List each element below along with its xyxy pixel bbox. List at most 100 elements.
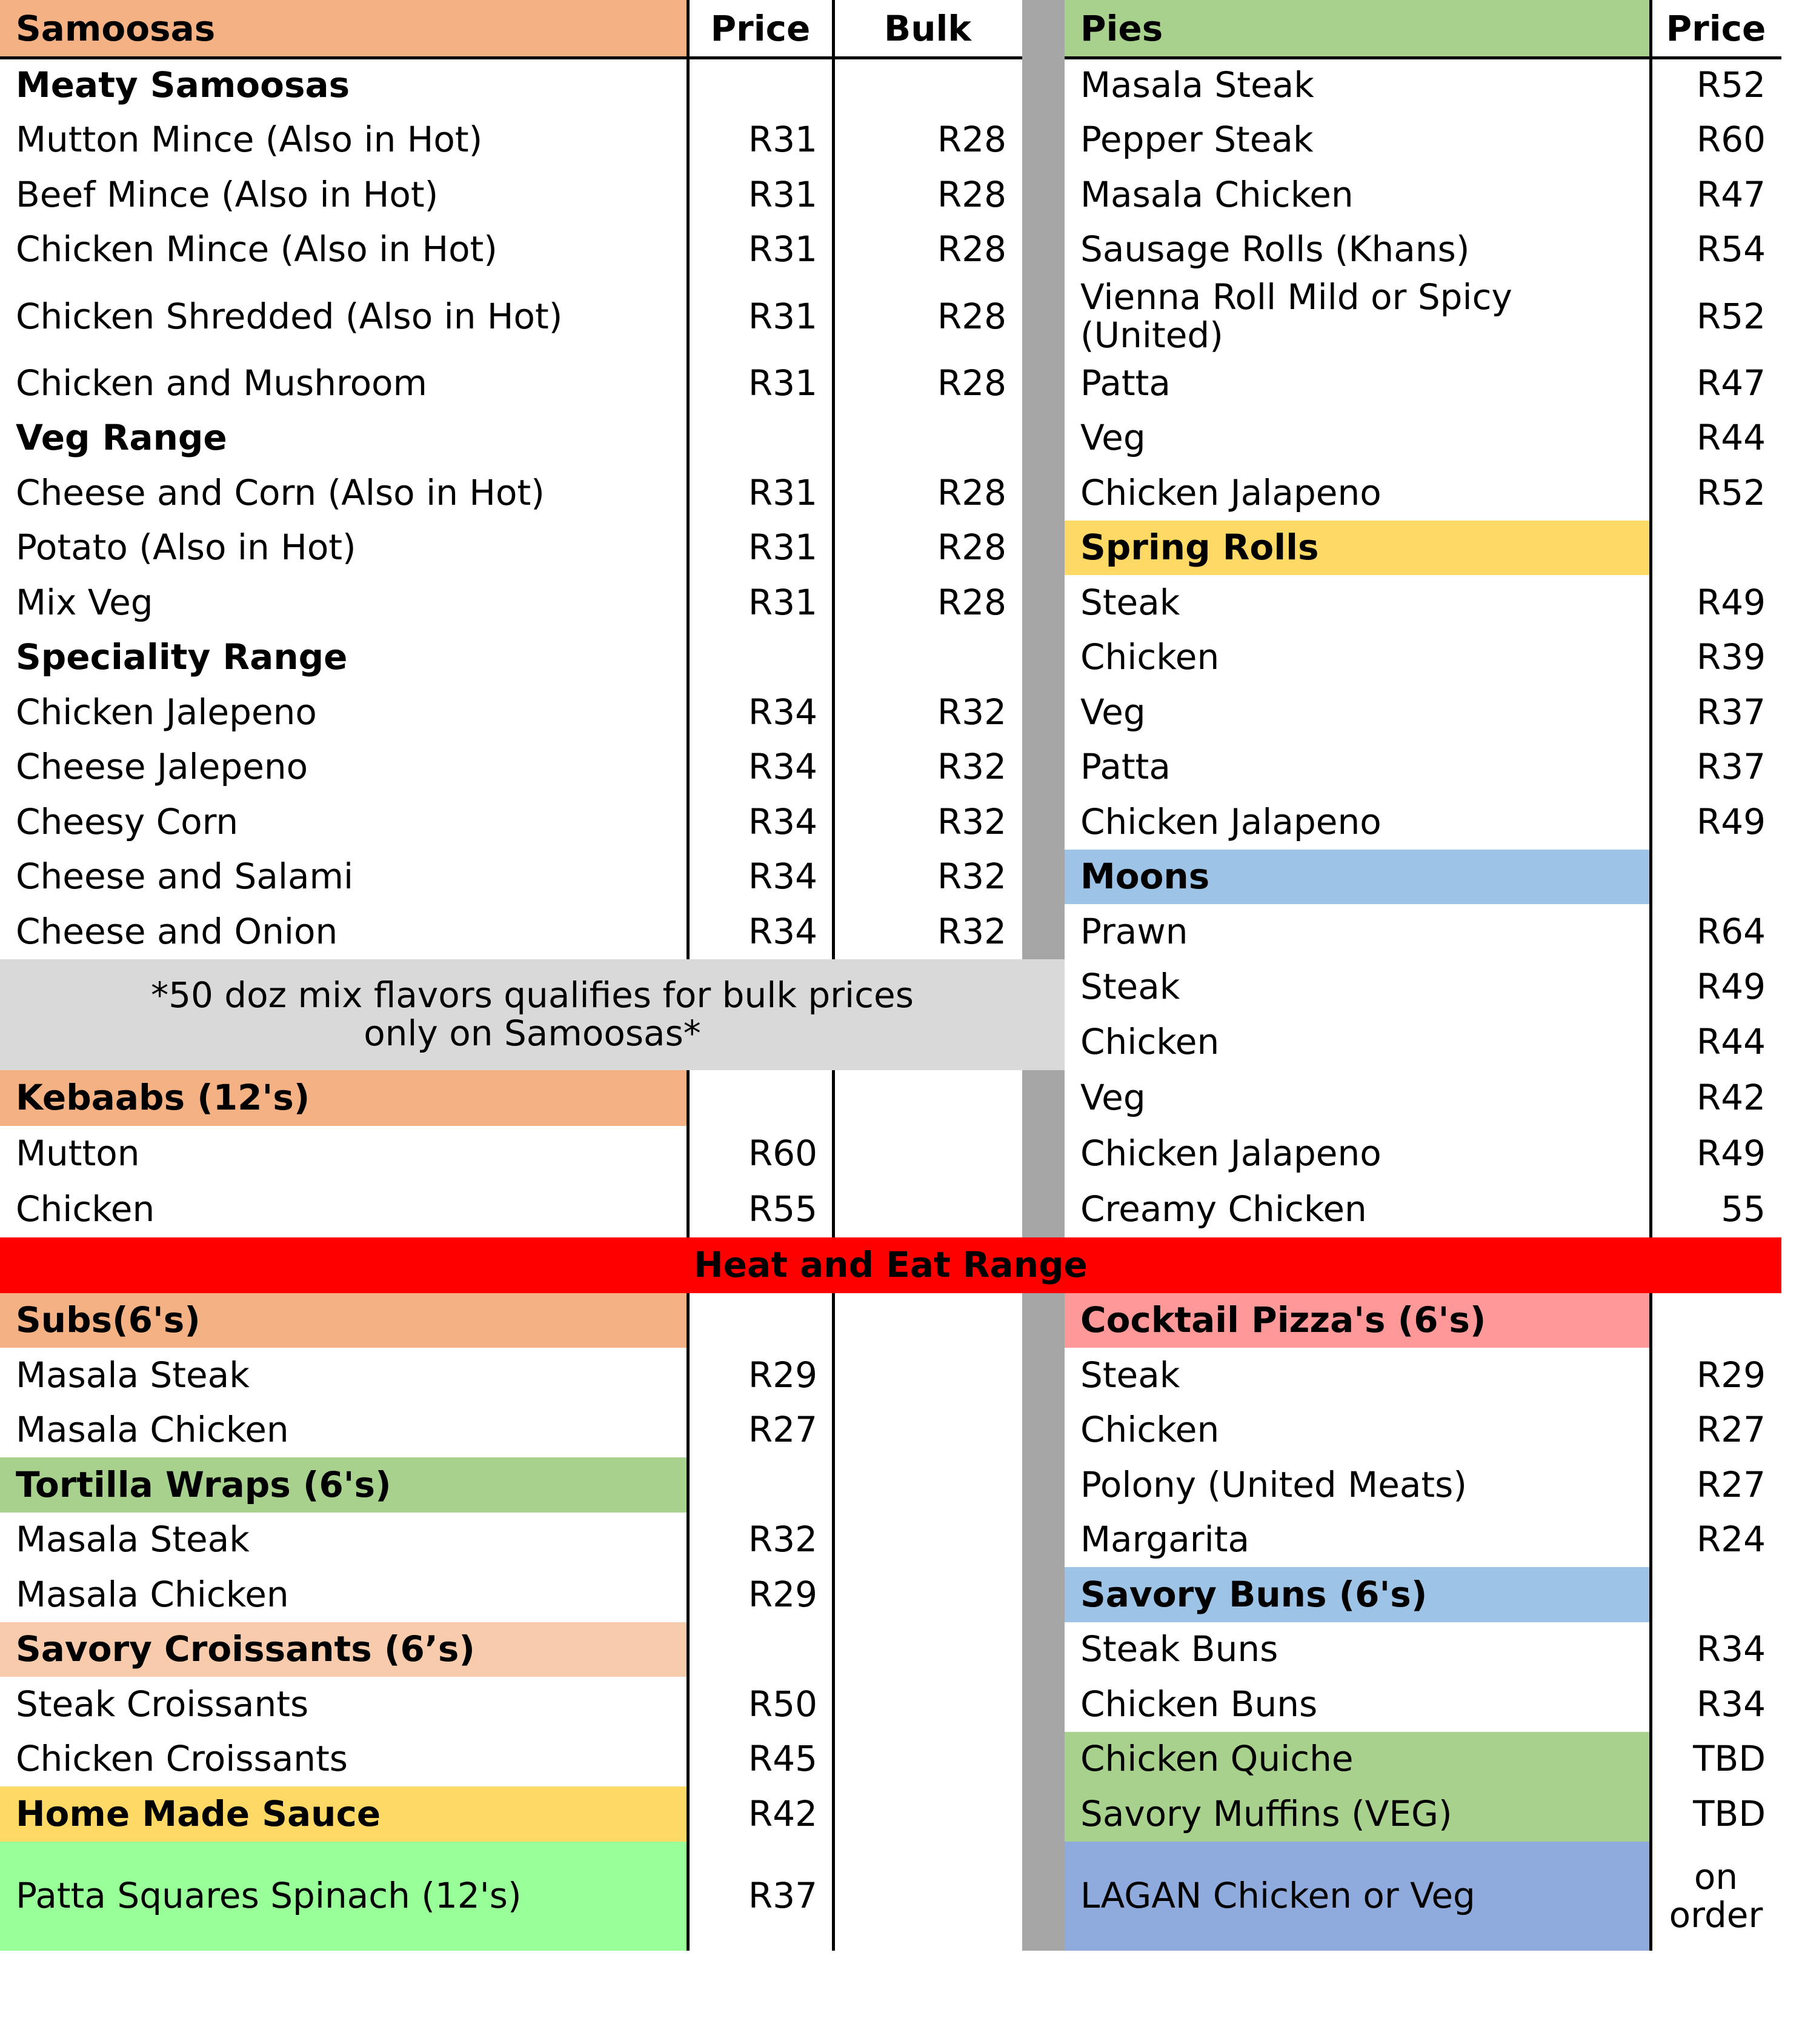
moon-item-price: R49 [1696,1133,1766,1174]
speciality-item-bulk: R32 [937,691,1006,733]
spring-roll-item-price: R49 [1696,581,1766,623]
bun-item-price: R34 [1696,1628,1766,1670]
kebaabs-heading: Kebaabs (12's) [0,1070,688,1126]
moon-item-name: Chicken [1080,1021,1220,1063]
speciality-item-bulk: R32 [937,856,1006,897]
speciality-item-price: R34 [748,910,817,952]
savory-muffins-price: TBD [1693,1793,1766,1834]
veg-item-bulk: R28 [937,471,1006,513]
chicken-quiche-name: Chicken Quiche [1065,1731,1651,1786]
spring-roll-item-price: R39 [1696,636,1766,678]
veg-item-name: Mix Veg [16,581,153,623]
meaty-item-price: R31 [748,119,817,161]
speciality-item-name: Chicken Jalepeno [16,691,317,733]
moon-item-price: R64 [1696,910,1766,952]
meaty-item-price: R31 [748,295,817,337]
meaty-item-name: Chicken Shredded (Also in Hot) [16,295,563,337]
speciality-item-bulk: R32 [937,801,1006,842]
bulk-header: Bulk [884,8,971,50]
lagan-price: on order [1669,1856,1763,1936]
pie-item-price: R47 [1696,173,1766,215]
croissant-item-name: Steak Croissants [16,1683,309,1725]
sub-item-name: Masala Chicken [16,1409,289,1451]
samoosas-header: Samoosas [0,0,688,58]
pizza-item-price: R27 [1696,1409,1766,1451]
moon-item-name: Prawn [1080,910,1188,952]
meaty-item-price: R31 [748,362,817,404]
sub-item-price: R29 [748,1354,817,1396]
subs-heading: Subs(6's) [0,1293,688,1348]
pizza-item-name: Polony (United Meats) [1080,1463,1467,1505]
pie-item-name: Sausage Rolls (Khans) [1080,228,1470,270]
lagan-name: LAGAN Chicken or Veg [1065,1841,1651,1951]
spring-roll-item-price: R37 [1696,691,1766,733]
moon-item-price: R49 [1696,965,1766,1007]
spring-roll-item-price: R49 [1696,801,1766,842]
chicken-quiche-price: TBD [1693,1738,1766,1780]
left-price-divider-mid [687,1070,690,1237]
speciality-item-name: Cheese and Onion [16,910,338,952]
right-price-divider-upper [1649,0,1652,1237]
home-made-sauce-price: R42 [748,1793,817,1834]
veg-item-price: R31 [748,527,817,568]
meaty-item-bulk: R28 [937,362,1006,404]
speciality-item-price: R34 [748,856,817,897]
kebaab-item-price: R55 [748,1188,817,1230]
left-bulk-divider-upper [832,0,835,959]
left-bulk-divider-lower [832,1293,835,1951]
heat-and-eat-banner: Heat and Eat Range [0,1237,1781,1293]
sub-item-price: R27 [748,1409,817,1451]
pie-item-name: Vienna Roll Mild or Spicy (United) [1080,277,1512,356]
wrap-item-name: Masala Steak [16,1519,250,1560]
pie-item-name: Patta [1080,362,1171,404]
home-made-sauce-name: Home Made Sauce [0,1786,688,1842]
meaty-item-price: R31 [748,228,817,270]
spring-roll-item-name: Chicken [1080,636,1220,678]
spring-roll-item-name: Steak [1080,581,1180,623]
pie-item-price: R54 [1696,228,1766,270]
bulk-note-line-2: only on Samoosas* [364,1013,701,1054]
speciality-item-bulk: R32 [937,910,1006,952]
pie-item-price: R44 [1696,417,1766,459]
meaty-item-name: Beef Mince (Also in Hot) [16,173,439,215]
moon-item-name: Creamy Chicken [1080,1188,1367,1230]
veg-item-name: Potato (Also in Hot) [16,527,356,568]
veg-range-heading: Veg Range [16,417,227,459]
bulk-note: *50 doz mix flavors qualifies for bulk p… [0,959,1065,1070]
bun-item-price: R34 [1696,1683,1766,1725]
savory-buns-heading: Savory Buns (6's) [1065,1567,1651,1622]
pie-item-price: R60 [1696,119,1766,161]
pie-item-price: R47 [1696,362,1766,404]
moon-item-price: R44 [1696,1021,1766,1063]
moon-item-price: 55 [1721,1188,1766,1230]
pizza-item-price: R27 [1696,1463,1766,1505]
pie-item-name: Pepper Steak [1080,119,1314,161]
left-bulk-divider-mid [832,1070,835,1237]
pizza-item-name: Steak [1080,1354,1180,1396]
bun-item-name: Steak Buns [1080,1628,1278,1670]
meaty-item-bulk: R28 [937,295,1006,337]
pie-item-price: R52 [1696,471,1766,513]
wrap-item-price: R32 [748,1519,817,1560]
left-price-divider-lower [687,1293,690,1951]
speciality-item-price: R34 [748,801,817,842]
speciality-item-bulk: R32 [937,746,1006,788]
speciality-item-name: Cheese Jalepeno [16,746,308,788]
pie-item-name: Veg [1080,417,1146,459]
spring-roll-item-name: Veg [1080,691,1146,733]
meaty-item-bulk: R28 [937,173,1006,215]
pie-item-name: Masala Steak [1080,64,1314,105]
spring-roll-item-name: Patta [1080,746,1171,788]
header-underline [0,56,1781,59]
speciality-item-name: Cheese and Salami [16,856,354,897]
croissants-heading: Savory Croissants (6’s) [0,1622,688,1677]
cocktail-pizzas-heading: Cocktail Pizza's (6's) [1065,1293,1651,1348]
moon-item-name: Chicken Jalapeno [1080,1133,1381,1174]
meaty-samoosas-heading: Meaty Samoosas [16,64,350,105]
pies-header: Pies [1065,0,1651,58]
veg-item-price: R31 [748,581,817,623]
moon-item-price: R42 [1696,1077,1766,1119]
column-separator-upper [1022,0,1065,959]
patta-squares-price: R37 [748,1875,817,1917]
